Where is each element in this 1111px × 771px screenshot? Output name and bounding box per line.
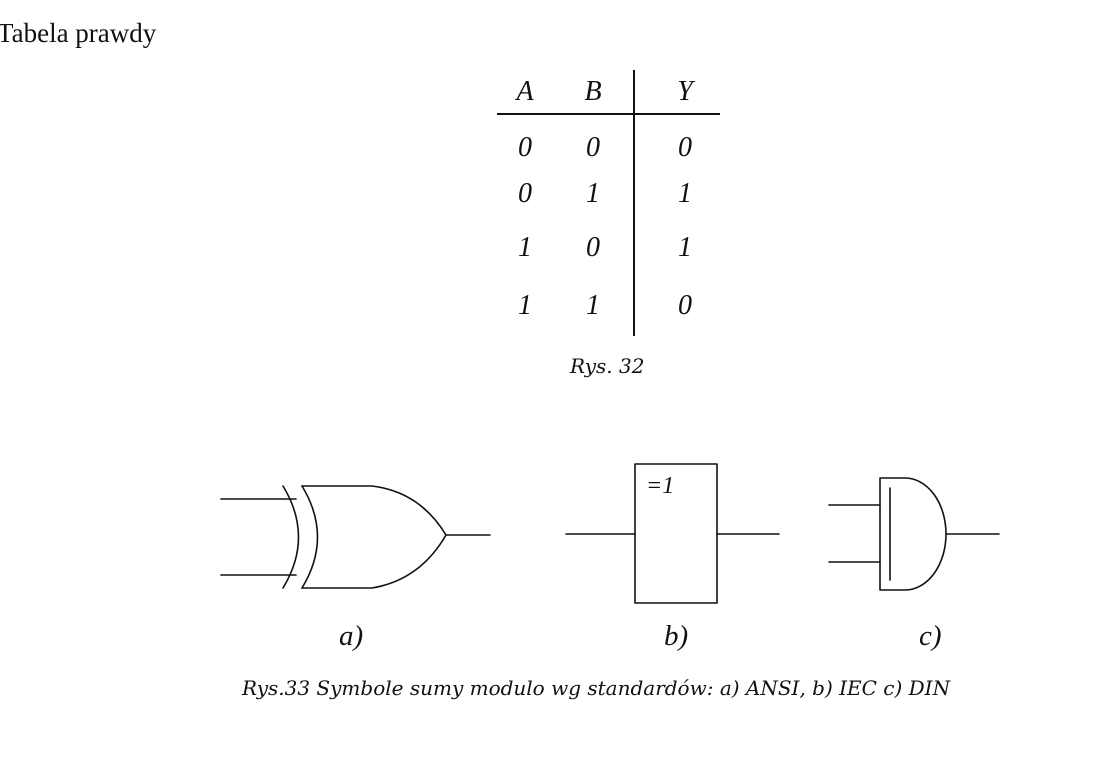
truth-table: A B Y 0 0 0 0 1 1 1 0 1 1 1 0 [495,68,725,338]
truth-table-cell: 1 [678,178,692,209]
truth-table-cell: 1 [518,232,532,263]
truth-table-header-b: B [584,76,602,107]
truth-table-header-y: Y [677,76,693,107]
truth-table-horizontal-divider [497,113,720,115]
truth-table-cell: 1 [518,290,532,321]
iec-xor-symbol-text: =1 [646,473,675,499]
truth-table-cell: 1 [678,232,692,263]
din-gate-label: c) [919,620,942,652]
truth-table-cell: 0 [678,132,692,163]
figure-33-caption: Rys.33 Symbole sumy modulo wg standardów… [242,676,951,700]
figure-32-caption: Rys. 32 [570,354,645,378]
truth-table-vertical-divider [633,70,635,336]
truth-table-cell: 0 [518,178,532,209]
ansi-gate-label: a) [339,620,364,652]
ansi-xor-gate-icon [220,485,491,589]
truth-table-cell: 0 [586,232,600,263]
truth-table-heading: Tabela prawdy [0,18,157,48]
iec-xor-gate-icon [565,463,780,604]
truth-table-cell: 0 [586,132,600,163]
truth-table-cell: 0 [678,290,692,321]
truth-table-header-a: A [516,76,534,107]
truth-table-cell: 1 [586,290,600,321]
din-xor-gate-icon [828,477,1000,591]
truth-table-cell: 0 [518,132,532,163]
iec-gate-label: b) [664,620,689,652]
truth-table-cell: 1 [586,178,600,209]
